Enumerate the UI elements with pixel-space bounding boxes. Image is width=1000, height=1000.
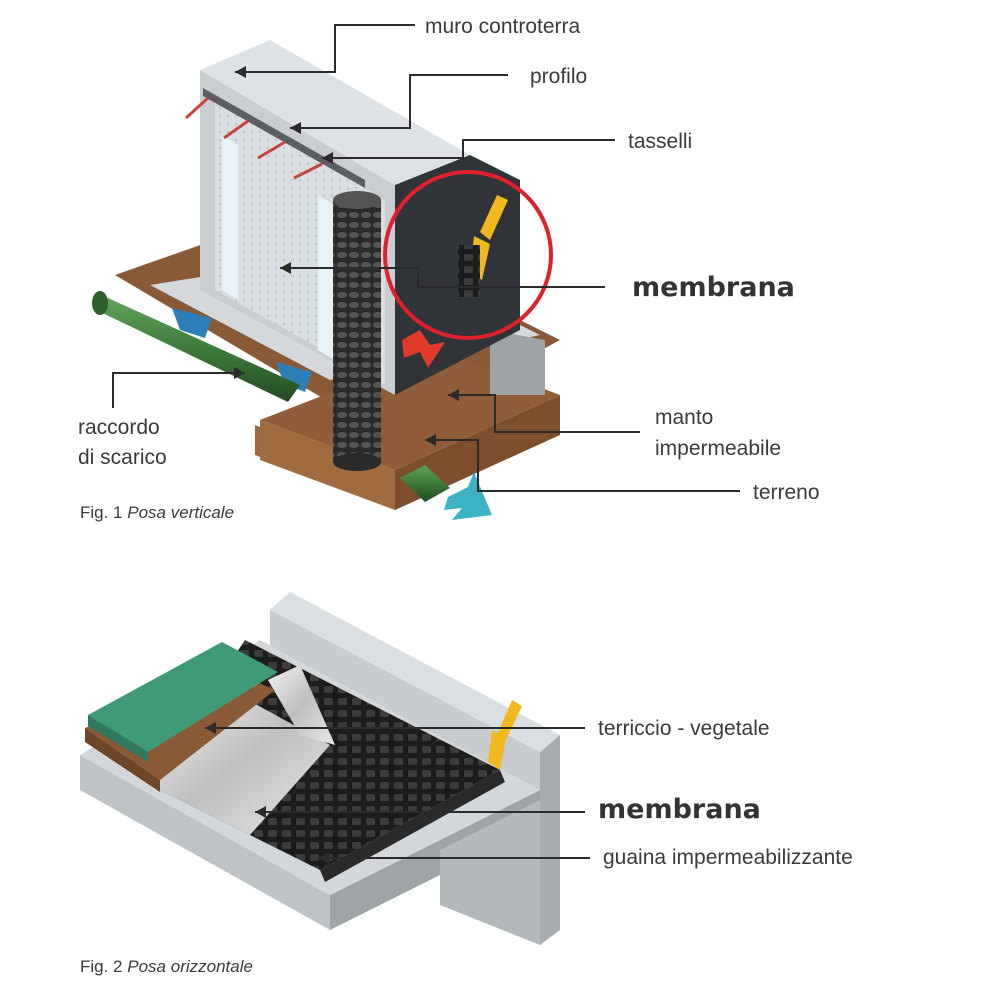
label-raccordo-line1: raccordo — [78, 416, 160, 439]
arrowhead-raccordo — [234, 367, 245, 379]
parapet-front — [540, 735, 560, 945]
outlet-pipe — [400, 465, 450, 502]
caption-fig2: Fig. 2 Posa orizzontale — [80, 957, 253, 976]
caption-fig2-number: Fig. 2 — [80, 957, 123, 976]
caption-fig1-title: Posa verticale — [127, 503, 234, 522]
wall-top — [200, 40, 470, 185]
label-tasselli: tasselli — [628, 130, 692, 153]
leader-membrana-1 — [280, 267, 605, 288]
arrowhead-membrana-2 — [255, 806, 266, 818]
leader-tasselli — [322, 139, 615, 159]
foil-curl — [268, 665, 335, 745]
arrowhead-terreno — [425, 434, 436, 446]
red-flow-arrow — [402, 330, 445, 368]
parapet-inner — [270, 610, 540, 790]
label-terriccio-vegetale: terriccio - vegetale — [598, 717, 770, 740]
arrowhead-tasselli — [322, 152, 333, 164]
profile-bar — [203, 88, 365, 188]
figure-1-illustration — [92, 40, 560, 520]
arrowhead-terriccio — [205, 722, 216, 734]
drain-shoe-2 — [276, 362, 312, 392]
drain-coil-bottom — [333, 453, 381, 471]
leader-raccordo — [112, 372, 245, 408]
glue-trowel-fig1 — [480, 195, 508, 240]
parapet-top — [270, 592, 560, 752]
label-membrana-fig2: membrana — [598, 794, 761, 825]
arrowhead-profilo — [290, 122, 301, 134]
dowel-2 — [223, 119, 249, 140]
soil-block-front — [260, 420, 395, 510]
dowel-1 — [184, 96, 210, 120]
dowel-4 — [293, 162, 323, 180]
label-membrana-fig1: membrana — [632, 272, 795, 303]
drain-shoe-1 — [172, 308, 212, 338]
leader-muro — [235, 24, 415, 73]
label-terreno: terreno — [753, 481, 820, 504]
membrane-corner-fig1 — [458, 245, 480, 297]
grass-layer — [88, 642, 278, 752]
label-manto-line2: impermeabile — [655, 437, 781, 460]
soil-layer-front — [85, 728, 160, 792]
wall-strip-right — [318, 195, 334, 360]
leader-terreno — [425, 439, 740, 492]
sheath-strip — [320, 770, 505, 882]
slab-front-face — [80, 755, 330, 930]
dowel-3 — [257, 140, 286, 160]
support-wall — [440, 800, 540, 945]
label-profilo: profilo — [530, 65, 587, 88]
figure-2-leaders — [205, 722, 590, 864]
label-guaina-impermeabilizzante: guaina impermeabilizzante — [603, 846, 853, 869]
glue-trowel-fig2 — [497, 700, 522, 742]
figure-2-illustration — [80, 592, 560, 945]
arrowhead-guaina — [318, 852, 329, 864]
caption-fig2-title: Posa orizzontale — [127, 957, 253, 976]
arrowhead-manto — [448, 389, 459, 401]
highlight-ring — [383, 170, 553, 340]
label-raccordo-line2: di scarico — [78, 446, 167, 469]
grass-layer-front — [88, 715, 148, 762]
label-manto-line1: manto — [655, 406, 713, 429]
drain-coil-top — [333, 191, 381, 209]
drain-pipe — [92, 298, 300, 402]
leader-manto — [448, 394, 640, 433]
outflow-arrow — [444, 472, 492, 520]
glue-bead-fig2 — [488, 730, 506, 770]
leader-profilo — [290, 74, 508, 129]
figure-1-leaders — [112, 24, 740, 492]
arrowhead-muro — [235, 66, 246, 78]
caption-fig1-number: Fig. 1 — [80, 503, 123, 522]
footing-side — [490, 330, 545, 395]
label-muro-controterra: muro controterra — [425, 15, 581, 38]
arrowhead-membrana-1 — [280, 262, 291, 274]
drain-coil-column — [333, 200, 381, 462]
foil-sheet — [150, 690, 330, 835]
caption-fig1: Fig. 1 Posa verticale — [80, 503, 234, 522]
wall-strip-left — [222, 135, 238, 300]
drain-pipe-end — [92, 291, 108, 315]
dowels-group — [184, 96, 323, 180]
